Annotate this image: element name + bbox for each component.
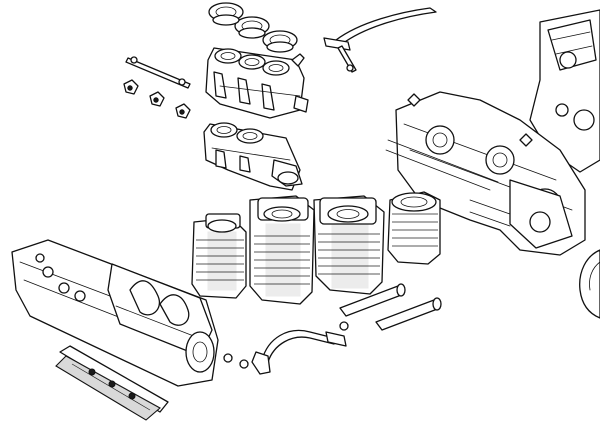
carburetor-body-lower bbox=[203, 122, 303, 191]
crankcase bbox=[385, 9, 600, 256]
cylinder-1 bbox=[191, 213, 247, 299]
oil-line bbox=[223, 321, 349, 375]
cylinder-3 bbox=[313, 195, 385, 295]
cylinder-2 bbox=[249, 195, 315, 305]
flywheel-edge bbox=[579, 249, 600, 319]
pushrod-tubes bbox=[339, 283, 442, 331]
carburetor-diaphragm-covers bbox=[208, 2, 298, 53]
fuel-line-top bbox=[323, 7, 437, 73]
cylinder-4 bbox=[387, 191, 441, 265]
camshaft-housing bbox=[11, 239, 219, 387]
carburetor-body-upper bbox=[205, 47, 309, 119]
cam-cover-gasket bbox=[55, 345, 169, 421]
carburetor-linkage-rod bbox=[123, 56, 191, 119]
